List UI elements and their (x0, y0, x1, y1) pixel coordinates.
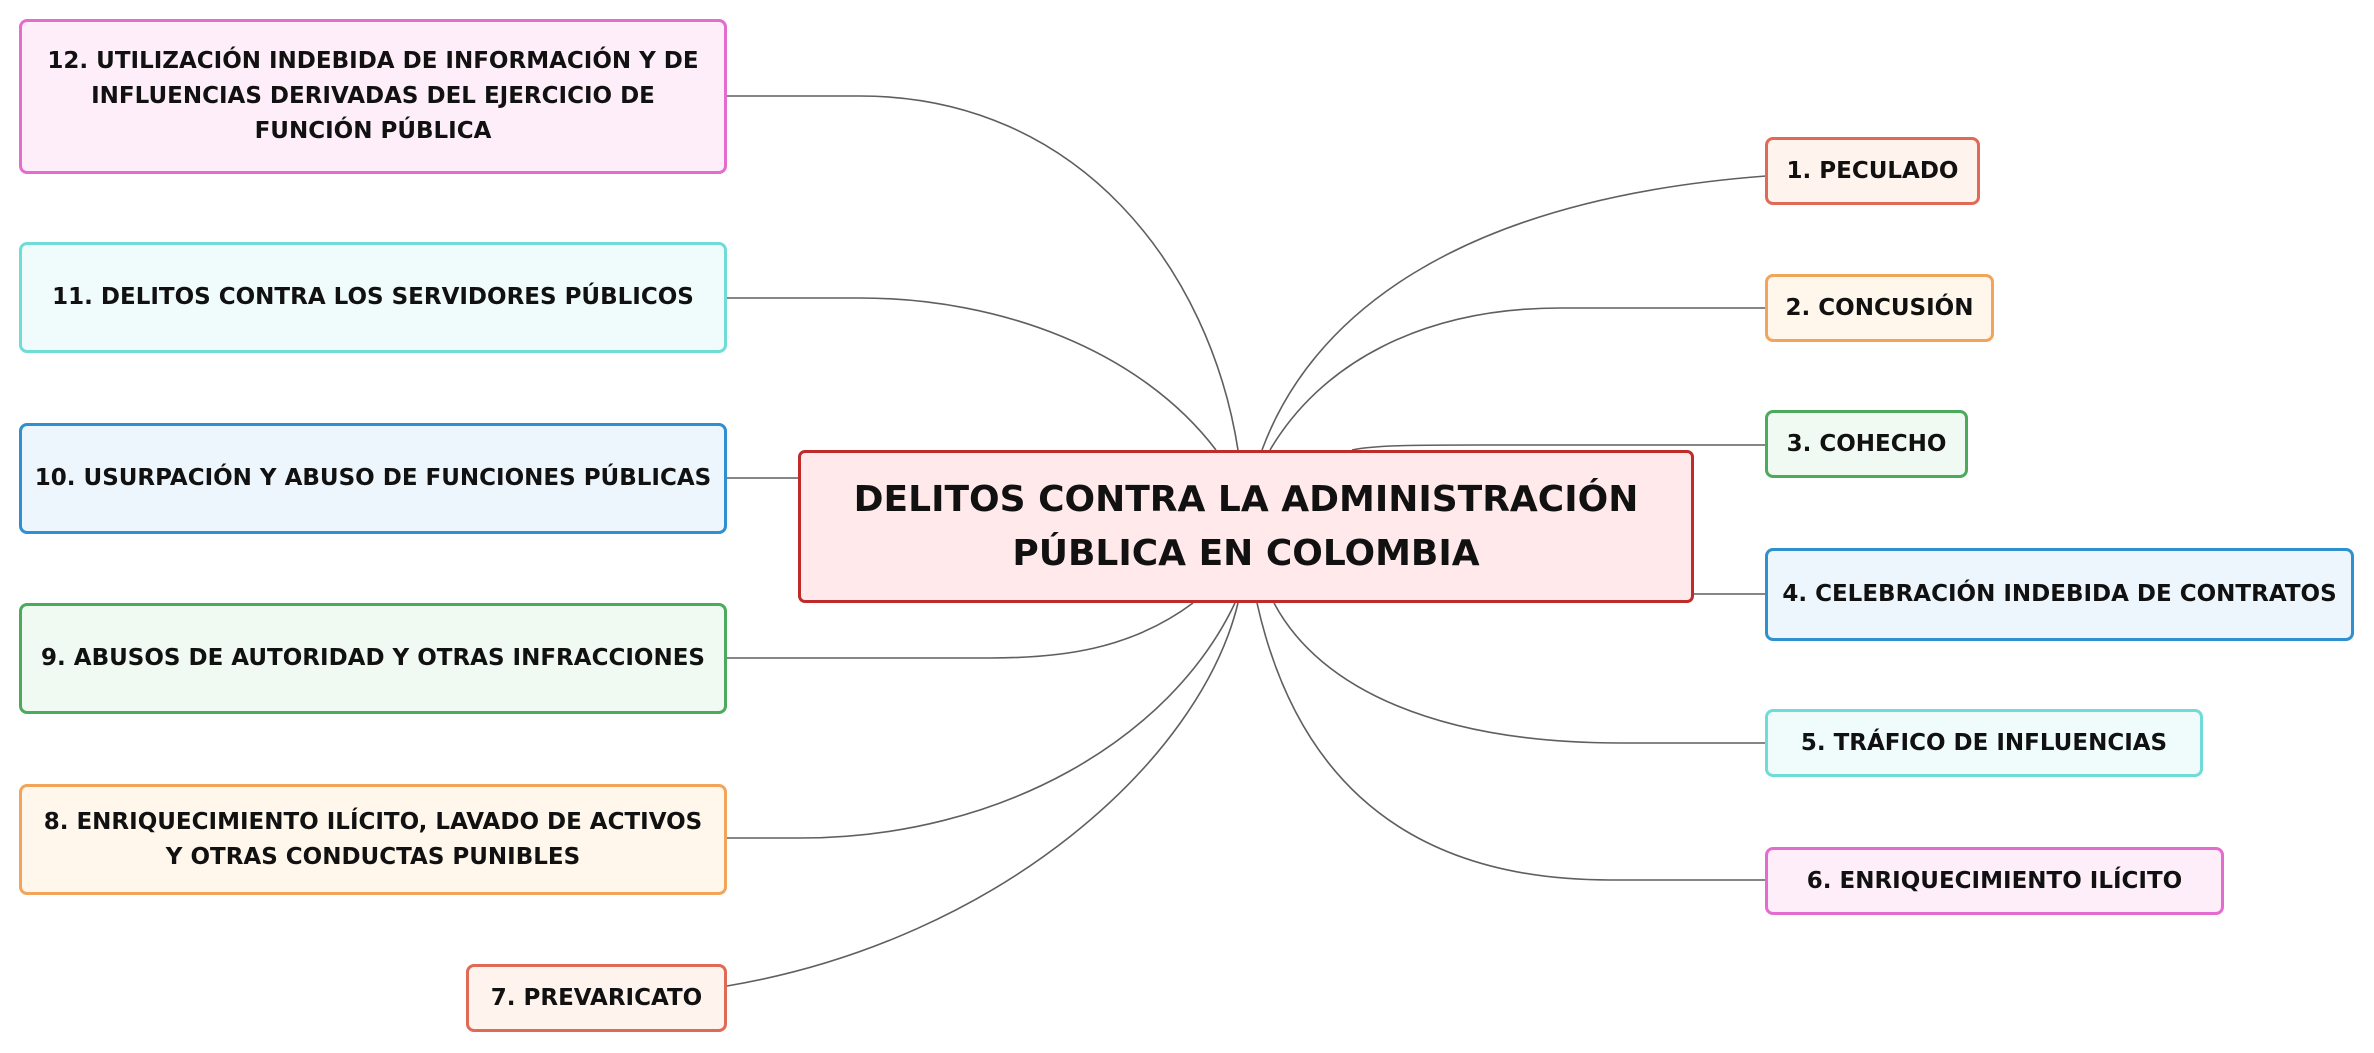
connector-root-to-7 (726, 602, 1239, 987)
branch-node-10: 10. USURPACIÓN Y ABUSO DE FUNCIONES PÚBL… (19, 423, 727, 534)
branch-node-6: 6. ENRIQUECIMIENTO ILÍCITO (1765, 847, 2224, 915)
connector-root-to-11 (727, 297, 1217, 451)
branch-label-3: 3. COHECHO (1786, 430, 1947, 457)
branch-node-12: 12. UTILIZACIÓN INDEBIDA DE INFORMACIÓN … (19, 19, 727, 174)
connector-root-to-5 (1273, 602, 1766, 744)
branch-label-12: 12. UTILIZACIÓN INDEBIDA DE INFORMACIÓN … (47, 48, 699, 144)
connector-root-to-8 (727, 602, 1236, 839)
branch-node-4: 4. CELEBRACIÓN INDEBIDA DE CONTRATOS (1765, 548, 2354, 641)
branch-node-1: 1. PECULADO (1765, 137, 1980, 205)
branch-node-2: 2. CONCUSIÓN (1765, 274, 1994, 342)
branch-node-5: 5. TRÁFICO DE INFLUENCIAS (1765, 709, 2203, 777)
connector-root-to-3 (1351, 444, 1766, 451)
connector-root-to-12 (727, 95, 1239, 451)
branch-node-8: 8. ENRIQUECIMIENTO ILÍCITO, LAVADO DE AC… (19, 784, 727, 895)
connector-root-to-1 (1261, 175, 1767, 451)
branch-label-6: 6. ENRIQUECIMIENTO ILÍCITO (1806, 867, 2183, 894)
branch-label-11: 11. DELITOS CONTRA LOS SERVIDORES PÚBLIC… (52, 284, 694, 310)
root-node: DELITOS CONTRA LA ADMINISTRACIÓN PÚBLICA… (798, 450, 1694, 603)
connector-root-to-6 (1256, 602, 1766, 881)
branch-node-11: 11. DELITOS CONTRA LOS SERVIDORES PÚBLIC… (19, 242, 727, 353)
branch-label-9: 9. ABUSOS DE AUTORIDAD Y OTRAS INFRACCIO… (41, 645, 705, 671)
branch-label-5: 5. TRÁFICO DE INFLUENCIAS (1800, 729, 2168, 756)
branch-label-1: 1. PECULADO (1786, 157, 1959, 184)
root-label: DELITOS CONTRA LA ADMINISTRACIÓN PÚBLICA… (853, 478, 1639, 574)
connector-root-to-2 (1269, 307, 1766, 451)
branch-label-10: 10. USURPACIÓN Y ABUSO DE FUNCIONES PÚBL… (34, 465, 712, 491)
branch-label-2: 2. CONCUSIÓN (1785, 294, 1974, 321)
branch-node-9: 9. ABUSOS DE AUTORIDAD Y OTRAS INFRACCIO… (19, 603, 727, 714)
connector-root-to-9 (727, 602, 1194, 659)
branch-label-4: 4. CELEBRACIÓN INDEBIDA DE CONTRATOS (1782, 581, 2337, 607)
branch-node-7: 7. PREVARICATO (466, 964, 727, 1032)
branch-node-3: 3. COHECHO (1765, 410, 1968, 478)
branch-label-7: 7. PREVARICATO (490, 984, 703, 1011)
branch-label-8: 8. ENRIQUECIMIENTO ILÍCITO, LAVADO DE AC… (43, 808, 703, 870)
